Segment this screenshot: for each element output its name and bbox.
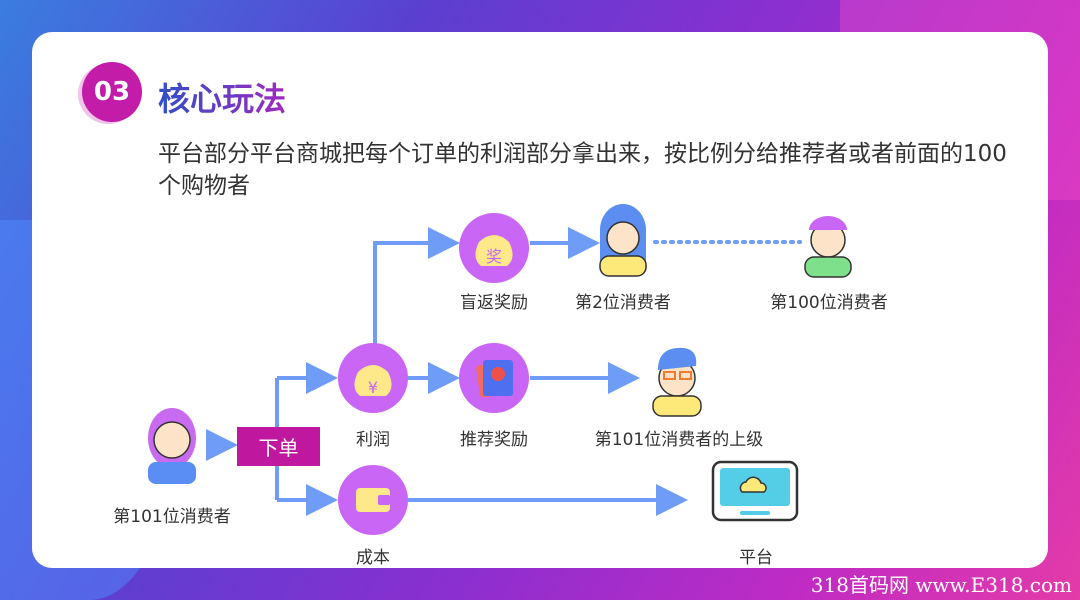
buyer-101-avatar [148,408,196,484]
blind-rebate-label: 盲返奖励 [460,293,528,313]
yuan-icon: ¥ [368,378,378,397]
wallet-icon [356,488,390,512]
buyer-101-label: 第101位消费者 [113,507,231,527]
consumer-100-label: 第100位消费者 [770,293,888,313]
profit-label: 利润 [356,430,390,450]
referral-node [459,343,529,413]
blind-rebate-node: 奖 [459,213,529,283]
reward-bag-icon [475,235,513,266]
page-title: 核心玩法 [158,74,286,120]
arrow-to-blind-rebate [373,227,460,345]
consumer-100-avatar [804,216,852,278]
reward-char-icon: 奖 [486,247,502,266]
profit-node: ¥ [338,343,408,413]
consumer-2-label: 第2位消费者 [575,293,671,313]
referral-label: 推荐奖励 [460,430,528,450]
platform-monitor-icon [711,460,799,522]
consumer-2-avatar [599,204,647,277]
cost-label: 成本 [356,548,390,568]
superior-avatar [652,347,702,417]
cost-node [338,465,408,535]
footer-watermark: 318首码网 www.E318.com [810,573,1072,597]
place-order-box: 下单 [237,427,320,466]
platform-label: 平台 [739,548,773,568]
section-number-badge: 03 [82,62,142,122]
description: 平台部分平台商城把每个订单的利润部分拿出来，按比例分给推荐者或者前面的100个购… [158,141,1007,199]
content-card [32,32,1048,568]
superior-label: 第101位消费者的上级 [594,430,764,450]
money-bag-icon [354,365,392,396]
